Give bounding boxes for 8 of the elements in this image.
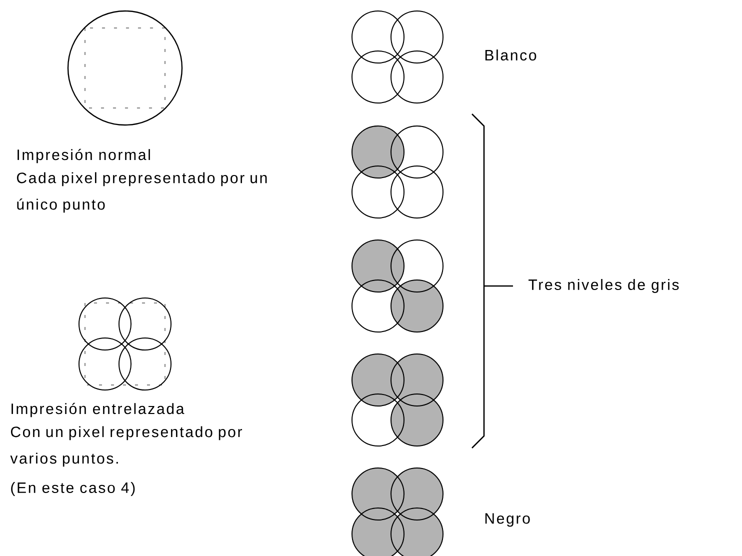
caption-text: (En este caso 4) [11,482,135,496]
caption-text: Impresión entrelazada [12,402,184,418]
caption-text: Impresión normal [18,148,150,164]
caption-text: Tres niveles de gris [528,279,679,293]
caption-text: Negro [485,513,530,527]
caption-text: Blanco [485,50,536,60]
caption-text: Cada pixel prepresentado por un único punto [16,172,267,213]
caption-text: Con un pixel representado por varios puntos. [10,426,242,467]
